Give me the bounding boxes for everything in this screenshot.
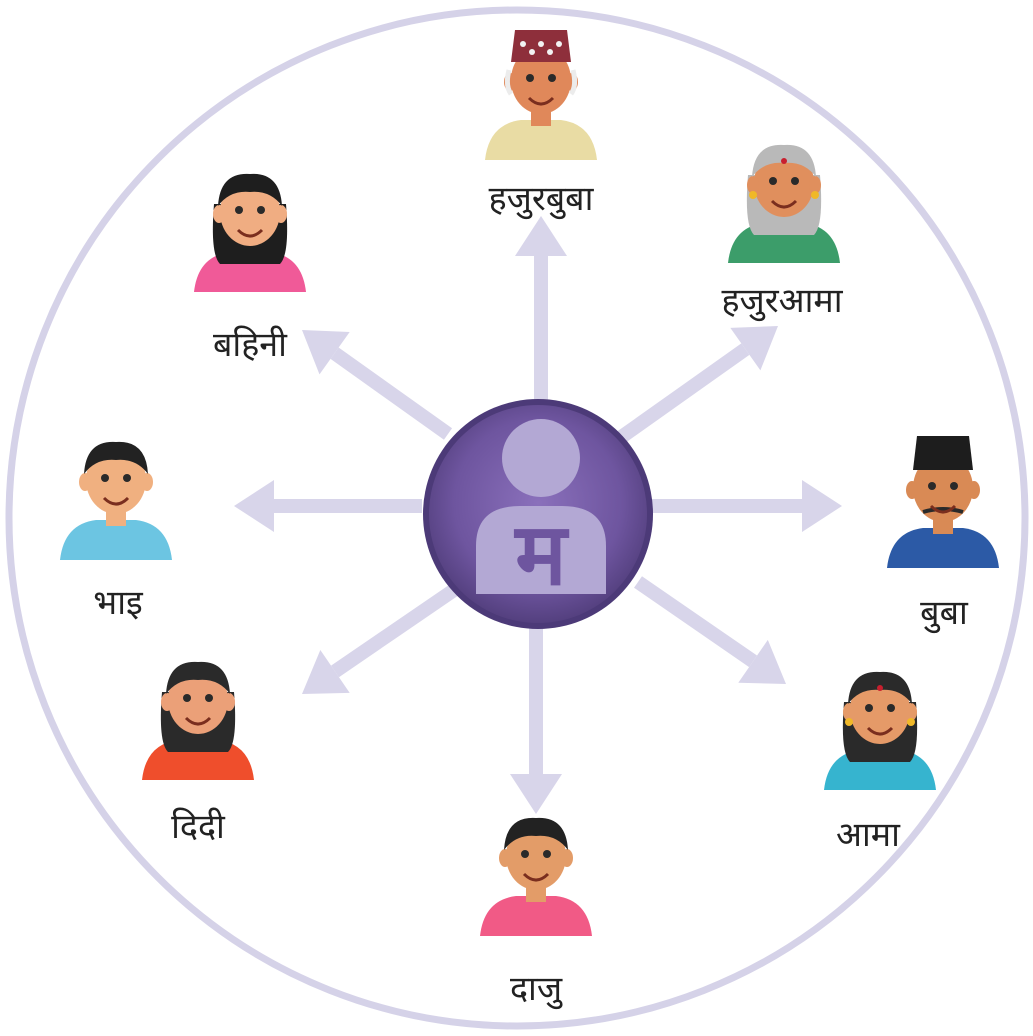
arrow-head: [510, 774, 562, 814]
younger-brother-icon: [60, 441, 172, 560]
arrow-head: [738, 639, 786, 684]
mother-icon: [824, 671, 936, 790]
arrow-head: [515, 216, 567, 256]
family-members: हजुरबुबा हजुरआमा बुबा आमा दाजु दिदी भाइ बहिनी: [60, 30, 999, 1010]
arrow-head: [802, 480, 842, 532]
center-letter: म: [513, 505, 569, 605]
elder-sister-icon: [142, 661, 254, 780]
arrow-to-grandmother: [615, 326, 778, 444]
arrow-to-elder-brother: [510, 628, 562, 814]
arrow-to-younger-sister: [302, 330, 453, 440]
arrow-head: [234, 480, 274, 532]
label-grandmother: हजुरआमा: [721, 281, 843, 322]
label-younger-brother: भाइ: [93, 583, 144, 623]
arrow-to-elder-sister: [302, 584, 458, 694]
label-father: बुबा: [920, 593, 969, 634]
arrow-to-younger-brother: [234, 480, 422, 532]
label-elder-brother: दाजु: [510, 969, 563, 1010]
arrow-head: [302, 649, 350, 694]
label-elder-sister: दिदी: [171, 807, 226, 847]
arrow-to-father: [652, 480, 842, 532]
grandmother-icon: [728, 144, 840, 263]
arrow-head: [730, 326, 778, 371]
grandfather-icon: [485, 30, 597, 160]
label-mother: आमा: [836, 815, 901, 855]
arrow-shaft: [330, 347, 453, 440]
arrow-head: [302, 330, 350, 375]
arrow-to-mother: [634, 576, 786, 684]
center-node: म: [423, 399, 653, 629]
arrow-shaft: [615, 343, 750, 444]
arrows-group: [234, 216, 842, 814]
arrow-shaft: [634, 576, 758, 668]
label-grandfather: हजुरबुबा: [489, 179, 595, 220]
father-icon: [887, 436, 999, 568]
person-silhouette-icon: [476, 419, 606, 594]
arrow-to-grandfather: [515, 216, 567, 400]
outer-ring: [5, 6, 1029, 1030]
elder-brother-icon: [480, 817, 592, 936]
label-younger-sister: बहिनी: [213, 325, 288, 365]
arrow-shaft: [331, 584, 458, 678]
younger-sister-icon: [194, 173, 306, 292]
